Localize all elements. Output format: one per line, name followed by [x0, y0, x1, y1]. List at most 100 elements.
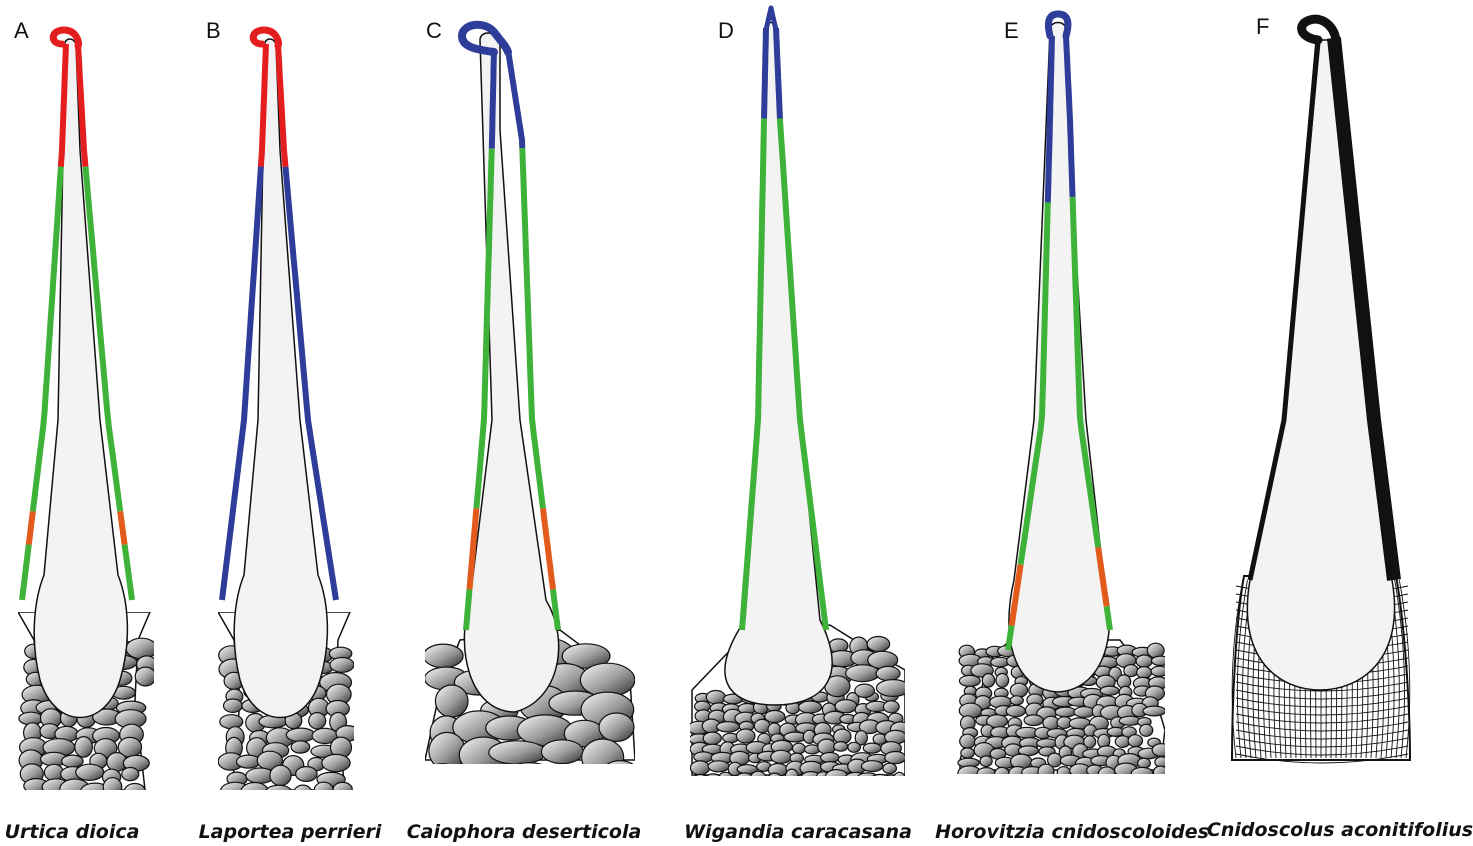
- tissue-cell: [1128, 735, 1142, 747]
- tissue-cell: [959, 675, 980, 686]
- tissue-cell: [135, 667, 156, 686]
- tissue-cell: [501, 763, 557, 795]
- tissue-cell: [821, 753, 839, 763]
- tissue-cell: [857, 773, 878, 783]
- tissue-cell: [489, 741, 546, 764]
- tissue-cell: [1057, 767, 1070, 779]
- tissue-cell: [799, 701, 822, 713]
- tissue-cell: [76, 764, 104, 780]
- tissue-cell: [1143, 706, 1166, 716]
- species-label: Horovitzia cnidoscoloides: [935, 821, 1209, 843]
- tissue-cell: [960, 734, 976, 748]
- panel-e: E Horovitzia cnidoscoloides: [935, 14, 1209, 843]
- tissue-cell: [1098, 767, 1115, 781]
- tissue-cell: [996, 674, 1009, 688]
- tissue-cell: [751, 771, 766, 784]
- tissue-cell: [266, 785, 292, 797]
- tissue-cell: [1152, 656, 1170, 665]
- tissue-cell: [1038, 764, 1054, 779]
- tissue-cell: [599, 713, 634, 741]
- tissue-cell: [980, 756, 992, 767]
- panel-letter: A: [14, 18, 29, 43]
- tissue-cell: [241, 783, 269, 802]
- tissue-cell: [885, 752, 906, 764]
- panel-a: A Urtica dioica: [5, 18, 157, 843]
- tissue-cell: [846, 665, 880, 682]
- tissue-cell: [995, 767, 1010, 780]
- panel-letter: C: [426, 18, 442, 43]
- tissue-cell: [855, 684, 875, 697]
- tissue-cell: [871, 774, 890, 783]
- tissue-cell: [421, 764, 463, 799]
- tissue-cell: [1131, 767, 1152, 779]
- tissue-cell: [1151, 666, 1168, 676]
- tissue-cell: [1010, 696, 1023, 705]
- tissue-cell: [291, 741, 310, 753]
- tissue-cell: [1006, 705, 1025, 716]
- wall-segment-green: [466, 590, 470, 631]
- wall-segment-blue: [508, 50, 522, 148]
- tissue-cell: [867, 637, 890, 652]
- species-label: Wigandia caracasana: [684, 821, 912, 843]
- tissue-cell: [863, 743, 881, 753]
- tissue-cell: [768, 773, 781, 784]
- wall-segment-green: [1008, 626, 1012, 650]
- wall-segment-blue: [764, 28, 766, 118]
- tissue-cell: [708, 761, 729, 772]
- tissue-cell: [1074, 707, 1095, 718]
- tissue-cell: [549, 770, 605, 795]
- wall-segment-green: [125, 545, 132, 600]
- panel-c: C Caiophora deserticola: [407, 18, 642, 843]
- tissue-cell: [294, 785, 312, 801]
- tissue-cell: [224, 699, 243, 712]
- tissue-cell: [719, 772, 731, 781]
- wall-segment-green: [1107, 606, 1110, 630]
- tissue-cell: [1024, 715, 1043, 726]
- species-label: Cnidoscolus aconitifolius: [1207, 819, 1473, 841]
- tissue-cell: [270, 765, 291, 785]
- species-label: Caiophora deserticola: [407, 821, 642, 843]
- panel-letter: F: [1256, 14, 1269, 39]
- panel-b: B Laportea perrieri: [199, 18, 382, 843]
- tissue-cell: [330, 658, 354, 673]
- panel-letter: B: [206, 18, 221, 43]
- tissue-cell: [600, 761, 640, 792]
- hair-tip: [1302, 19, 1336, 40]
- tissue-cell: [883, 763, 897, 773]
- tissue-cell: [693, 774, 707, 785]
- tissue-cell: [314, 782, 333, 797]
- tissue-cell: [296, 767, 317, 782]
- tissue-cell: [286, 728, 315, 742]
- tissue-cell: [126, 638, 157, 659]
- tissue-cell: [103, 778, 122, 796]
- tissue-cell: [1136, 655, 1152, 667]
- tissue-cell: [862, 761, 883, 772]
- tissue-cell: [706, 691, 725, 704]
- tissue-cell: [1010, 683, 1027, 697]
- tissue-cell: [1138, 758, 1151, 768]
- hair-lumen: [464, 33, 558, 712]
- hair-lumen: [1009, 23, 1110, 693]
- tissue-cell: [848, 742, 861, 752]
- wall-segment-blue: [776, 28, 780, 119]
- tissue-cell: [309, 713, 326, 729]
- tissue-cell: [1100, 686, 1119, 695]
- tissue-cell: [876, 680, 910, 697]
- panel-letter: D: [718, 18, 734, 43]
- tissue-cell: [982, 674, 994, 687]
- species-label: Laportea perrieri: [199, 821, 382, 843]
- tissue-cell: [124, 784, 145, 799]
- panel-f: F Cnidoscolus aconitifolius: [1207, 14, 1473, 841]
- panel-d: D Wigandia caracasana: [684, 8, 912, 843]
- tissue-cell: [876, 666, 900, 680]
- tissue-cell: [1137, 667, 1152, 679]
- tissue-cell: [541, 740, 583, 764]
- tissue-cell: [717, 722, 740, 732]
- tissue-cell: [802, 772, 820, 782]
- tissue-cell: [333, 782, 352, 795]
- tissue-cell: [62, 755, 83, 767]
- tissue-cell: [793, 743, 806, 754]
- tissue-cell: [435, 685, 468, 717]
- tissue-cell: [786, 769, 799, 783]
